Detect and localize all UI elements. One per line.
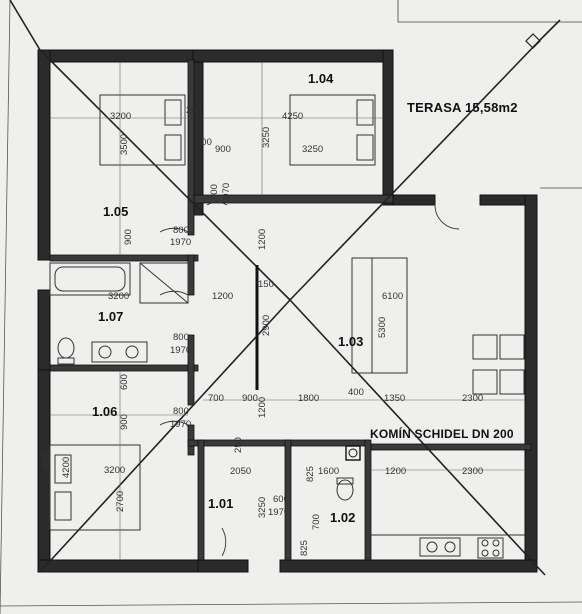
roof-diagonals — [9, 0, 561, 576]
dim-4250: 4250 — [282, 111, 304, 122]
dim-2050: 2050 — [230, 466, 252, 477]
dim-3250-c: 3250 — [257, 496, 268, 518]
dim-1800: 1800 — [298, 393, 320, 404]
dining-chairs — [472, 334, 525, 395]
chimney-flue — [348, 448, 358, 458]
toilet-1-07 — [57, 337, 75, 365]
dim-400: 400 — [348, 387, 364, 398]
dim-800-d: 800 — [173, 406, 189, 417]
kitchen-counter — [371, 534, 525, 559]
dim-800-c: 800 — [173, 332, 189, 343]
dimension-lines — [50, 62, 525, 560]
dim-3200-a: 3200 — [110, 111, 132, 122]
dim-1970-d: 1970 — [170, 419, 192, 430]
dim-2700: 2700 — [115, 490, 126, 512]
room-label-1-07: 1.07 — [98, 309, 124, 324]
dim-600-b: 600 — [273, 494, 289, 505]
dim-825-a: 825 — [305, 466, 316, 482]
chimney — [345, 445, 361, 461]
dim-600: 600 — [119, 374, 130, 390]
dim-900-e: 900 — [41, 454, 52, 470]
dim-250-b: 250 — [233, 437, 244, 453]
room-label-1-01: 1.01 — [208, 496, 234, 511]
bed-1-05 — [99, 94, 186, 166]
dim-3200-c: 3200 — [104, 465, 126, 476]
dim-900-c: 900 — [119, 414, 130, 430]
dim-900-b: 900 — [123, 229, 134, 245]
bathtub — [49, 262, 131, 296]
roof-outline-left — [0, 0, 11, 614]
door-swings — [159, 201, 460, 557]
dim-3500: 3500 — [119, 133, 130, 155]
sofa — [351, 257, 408, 374]
dim-1970-b: 1970 — [170, 237, 192, 248]
dim-2300-a: 2300 — [462, 393, 484, 404]
dim-2900: 2900 — [261, 314, 272, 336]
dim-800-a: 800 — [209, 184, 220, 200]
dim-1970-e: 1970 — [268, 507, 290, 518]
dim-6100: 6100 — [382, 291, 404, 302]
bed-1-06 — [49, 444, 141, 531]
terrace-boundary — [397, 0, 582, 23]
dim-300: 300 — [196, 137, 212, 148]
dim-2300-b: 2300 — [462, 466, 484, 477]
dim-1970-c: 1970 — [170, 345, 192, 356]
dim-700: 700 — [208, 393, 224, 404]
room-label-1-04: 1.04 — [308, 71, 334, 86]
dim-250-a: 250 — [186, 105, 202, 116]
toilet-1-02 — [336, 477, 354, 501]
dim-825-b: 825 — [299, 540, 310, 556]
interior-walls — [49, 59, 532, 561]
dim-800-b: 800 — [173, 225, 189, 236]
terrace-label: TERASA 15,58m2 — [407, 100, 518, 115]
dim-900-a: 900 — [215, 144, 231, 155]
dim-1970-a: 1970 — [221, 182, 232, 204]
room-label-1-06: 1.06 — [92, 404, 118, 419]
shower — [139, 262, 189, 304]
dim-4200: 4200 — [61, 456, 72, 478]
dim-150: 150 — [258, 279, 274, 290]
room-label-1-02: 1.02 — [330, 510, 356, 525]
room-label-1-03: 1.03 — [338, 334, 364, 349]
dim-1600: 1600 — [318, 466, 340, 477]
dim-3250-b: 3250 — [302, 144, 324, 155]
roof-outline-bottom — [0, 601, 582, 607]
dim-1200-b: 1200 — [212, 291, 234, 302]
exterior-walls — [37, 49, 538, 573]
dim-1200-d: 1200 — [385, 466, 407, 477]
dim-1350: 1350 — [384, 393, 406, 404]
dim-900-d: 900 — [242, 393, 258, 404]
room-label-1-05: 1.05 — [103, 204, 129, 219]
dim-3200-b: 3200 — [108, 291, 130, 302]
bed-1-04 — [289, 94, 376, 166]
dim-1200-a: 1200 — [257, 228, 268, 250]
dim-3250-a: 3250 — [261, 126, 272, 148]
dim-1200-c: 1200 — [257, 396, 268, 418]
chimney-label: KOMÍN SCHIDEL DN 200 — [370, 427, 514, 441]
washbasins — [91, 341, 148, 363]
roof-marker — [525, 33, 541, 49]
dim-700-b: 700 — [311, 514, 322, 530]
dim-5300: 5300 — [377, 316, 388, 338]
